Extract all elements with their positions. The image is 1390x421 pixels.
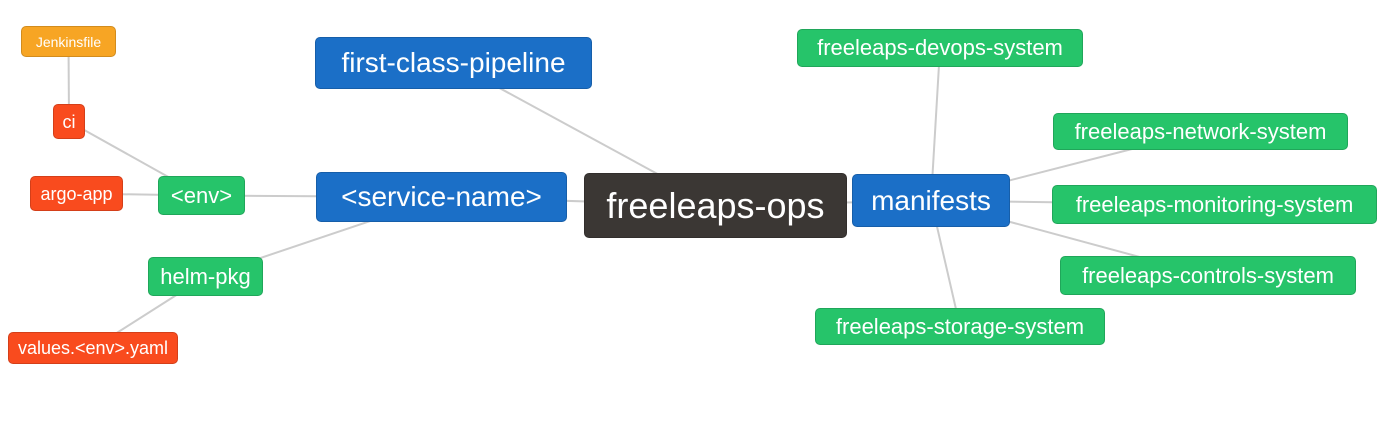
- node-values-env-yaml[interactable]: values.<env>.yaml: [8, 332, 178, 364]
- node-manifests[interactable]: manifests: [852, 174, 1010, 227]
- node-freeleaps-devops-system[interactable]: freeleaps-devops-system: [797, 29, 1083, 67]
- node-helm-pkg[interactable]: helm-pkg: [148, 257, 263, 296]
- node-first-class-pipeline[interactable]: first-class-pipeline: [315, 37, 592, 89]
- node-env[interactable]: <env>: [158, 176, 245, 215]
- node-service-name[interactable]: <service-name>: [316, 172, 567, 222]
- node-freeleaps-network-system[interactable]: freeleaps-network-system: [1053, 113, 1348, 150]
- node-freeleaps-monitoring-system[interactable]: freeleaps-monitoring-system: [1052, 185, 1377, 224]
- node-ci[interactable]: ci: [53, 104, 85, 139]
- node-freeleaps-ops[interactable]: freeleaps-ops: [584, 173, 847, 238]
- node-freeleaps-storage-system[interactable]: freeleaps-storage-system: [815, 308, 1105, 345]
- node-freeleaps-controls-system[interactable]: freeleaps-controls-system: [1060, 256, 1356, 295]
- node-jenkinsfile[interactable]: Jenkinsfile: [21, 26, 116, 57]
- node-argo-app[interactable]: argo-app: [30, 176, 123, 211]
